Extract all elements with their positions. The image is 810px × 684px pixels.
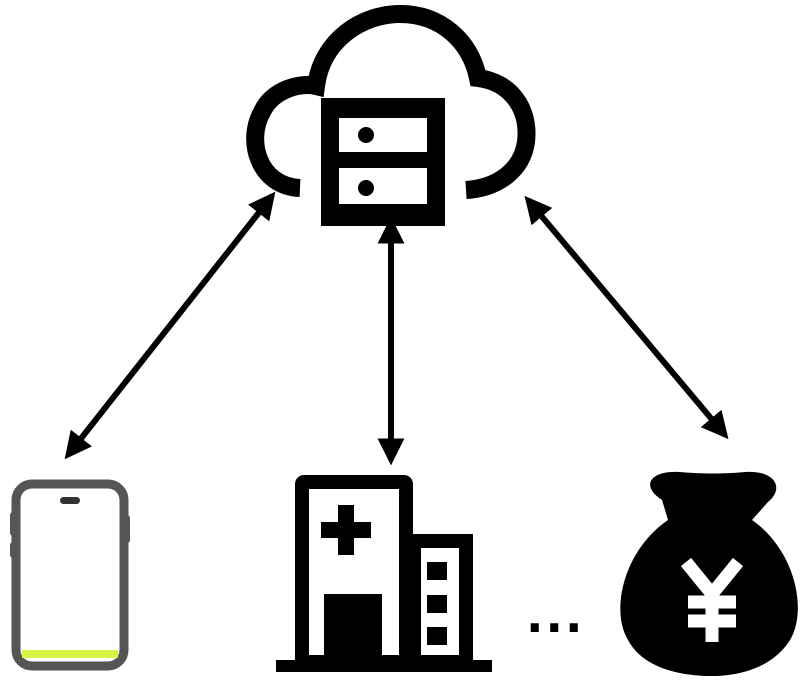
hospital-cross-horizontal [321, 522, 371, 538]
cloud-server-icon [246, 4, 536, 226]
yen-symbol [680, 557, 744, 642]
arrow-cloud-phone [64, 191, 276, 460]
server-cabinet [321, 98, 445, 226]
server-drive-bottom [339, 168, 427, 204]
arrow-cloud-bank [524, 195, 729, 440]
phone-body [11, 479, 129, 671]
hospital-door [324, 594, 382, 662]
smartphone-icon [10, 479, 130, 671]
money-bag-yen-icon [620, 471, 798, 676]
ellipsis-more: ... [526, 589, 585, 643]
hospital-ground-line [276, 660, 492, 672]
hospital-window-2 [427, 595, 447, 613]
server-led-top [358, 127, 374, 143]
hospital-window-1 [427, 562, 447, 580]
server-led-bottom [358, 180, 374, 196]
cloud-outline [246, 4, 536, 199]
phone-battery-bar [22, 650, 118, 658]
phone-speaker [60, 497, 80, 504]
hospital-icon [276, 475, 492, 672]
server-drive-top [339, 118, 427, 152]
money-bag-body [620, 471, 798, 676]
hospital-window-3 [427, 627, 447, 645]
